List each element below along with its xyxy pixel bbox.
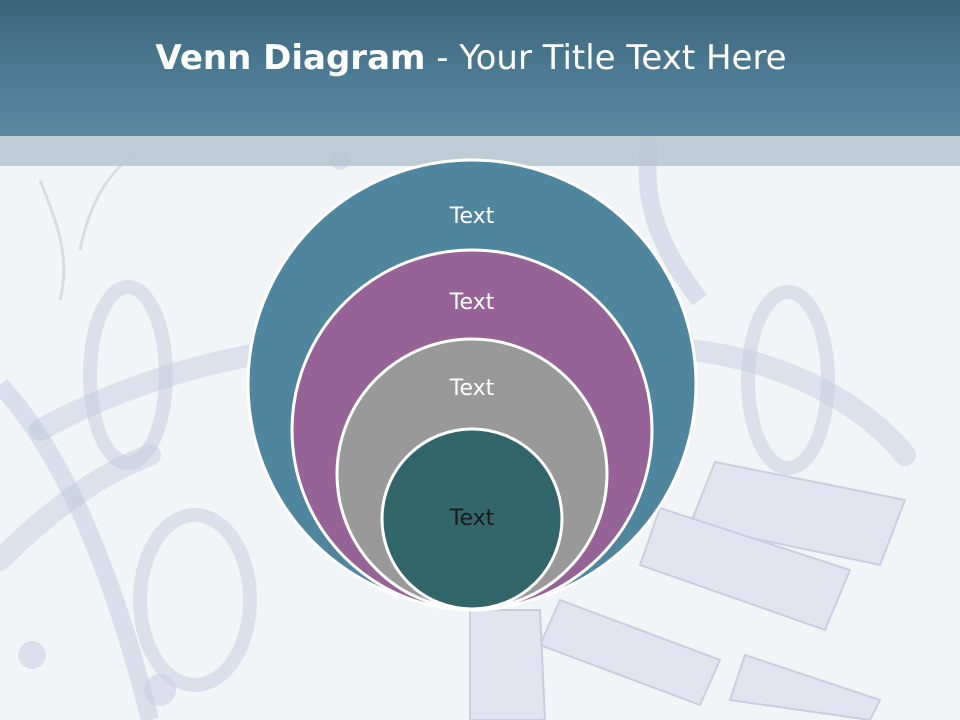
venn-label-second: Text	[449, 290, 495, 315]
title-bar	[0, 0, 960, 136]
title-rest-part: - Your Title Text Here	[425, 38, 787, 78]
venn-label-outer: Text	[449, 204, 495, 229]
venn-circle-inner	[380, 427, 564, 611]
venn-label-inner: Text	[449, 506, 495, 531]
title-bold-part: Venn Diagram	[155, 38, 426, 78]
slide-title: Venn Diagram - Your Title Text Here	[0, 38, 942, 78]
venn-label-third: Text	[449, 376, 495, 401]
